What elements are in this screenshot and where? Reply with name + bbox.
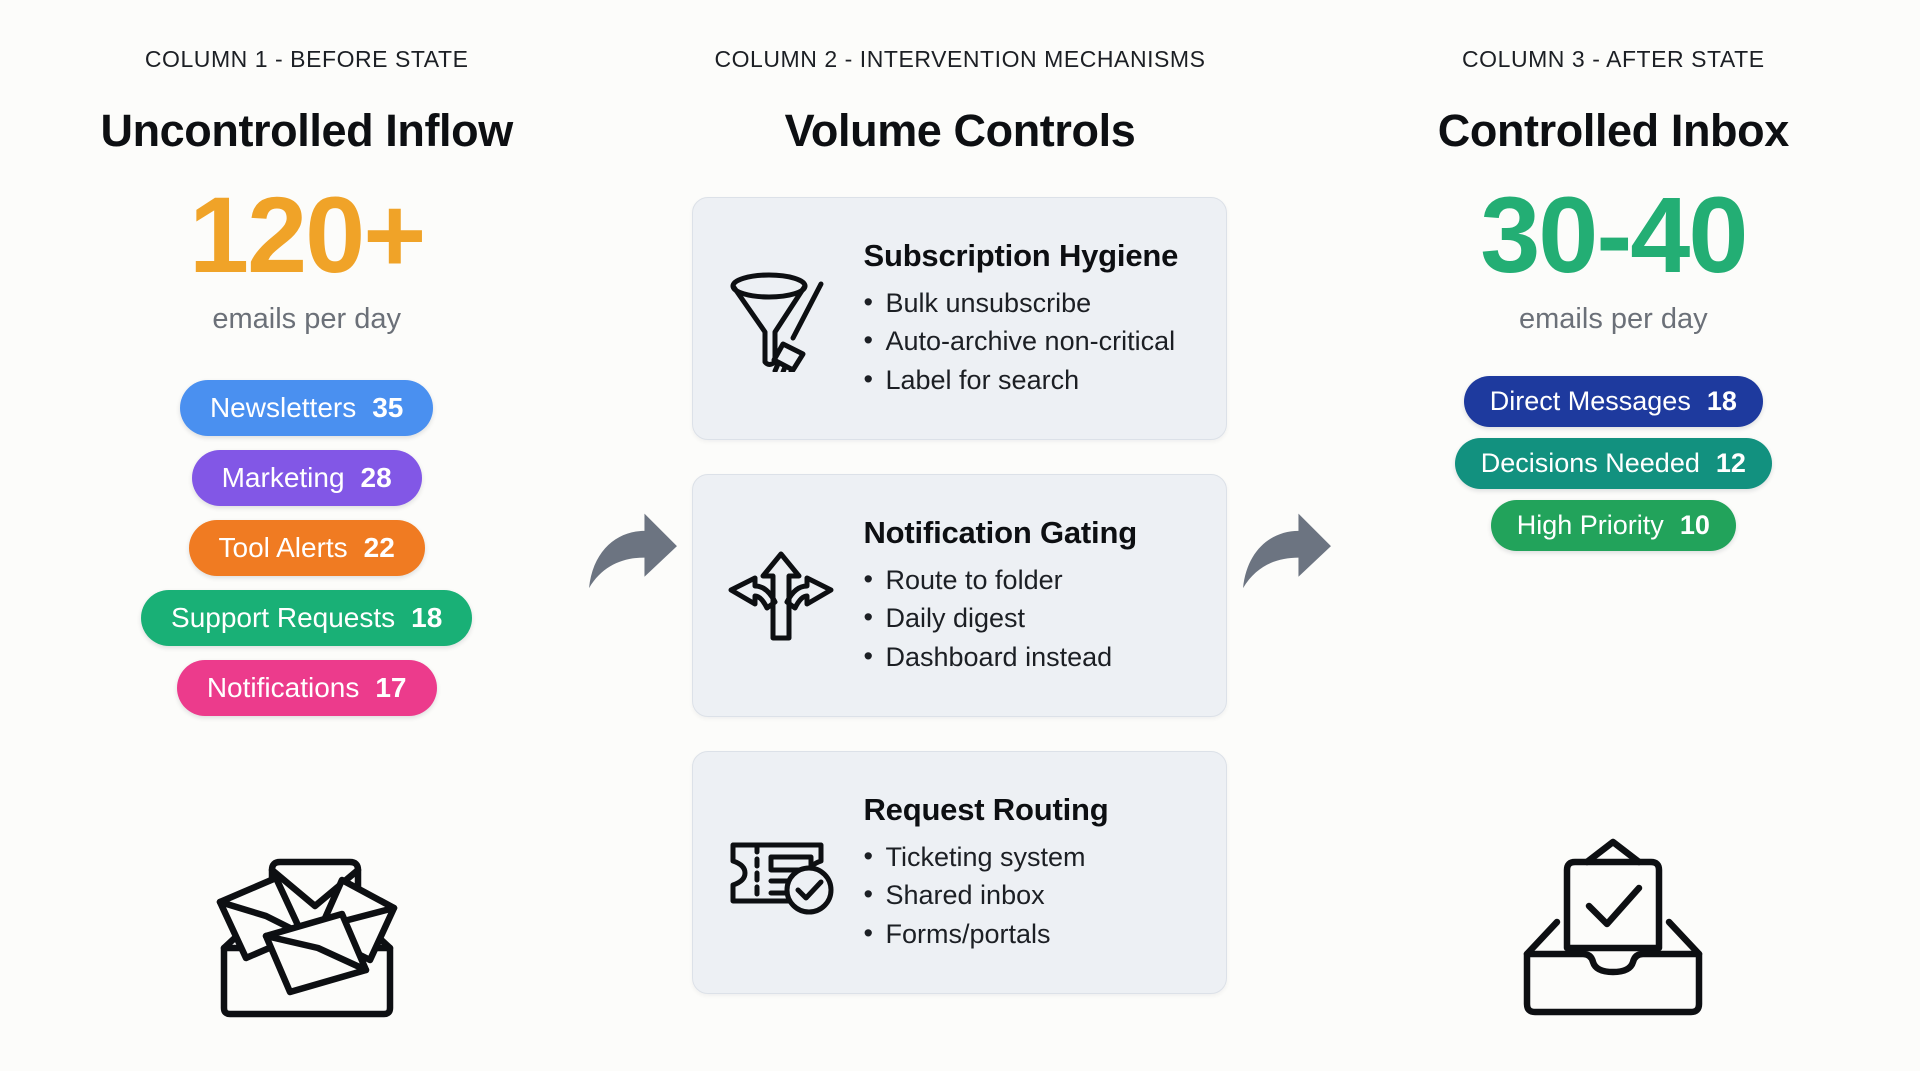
mechanism-card-list: Subscription Hygiene Bulk unsubscribe Au… — [692, 197, 1228, 994]
after-pill-list: Direct Messages 18 Decisions Needed 12 H… — [1454, 376, 1772, 551]
flow-arrow-before-to-middle — [585, 46, 681, 1051]
pill-label: Direct Messages — [1489, 386, 1691, 416]
card-bullet: Route to folder — [863, 560, 1202, 599]
column-3-title: Controlled Inbox — [1437, 105, 1789, 156]
pill-value: 28 — [360, 462, 392, 493]
pill-label: Marketing — [221, 462, 345, 493]
card-bullet: Daily digest — [863, 598, 1202, 637]
pill-notifications[interactable]: Notifications 17 — [176, 660, 437, 716]
pill-marketing[interactable]: Marketing 28 — [191, 450, 422, 506]
column-before-state: COLUMN 1 - BEFORE STATE Uncontrolled Inf… — [28, 46, 585, 1051]
pill-support-requests[interactable]: Support Requests 18 — [141, 590, 473, 646]
card-bullets: Route to folder Daily digest Dashboard i… — [863, 560, 1202, 676]
column-3-kicker: COLUMN 3 - AFTER STATE — [1462, 46, 1765, 72]
card-title: Request Routing — [863, 792, 1109, 827]
inbox-check-icon — [1513, 836, 1713, 1025]
card-request-routing[interactable]: Request Routing Ticketing system Shared … — [692, 751, 1228, 994]
card-bullet: Dashboard instead — [863, 637, 1202, 676]
pill-value: 10 — [1679, 510, 1710, 540]
card-bullet: Label for search — [863, 360, 1202, 399]
column-1-kicker: COLUMN 1 - BEFORE STATE — [144, 46, 469, 72]
pill-high-priority[interactable]: High Priority 10 — [1490, 500, 1736, 551]
pill-tool-alerts[interactable]: Tool Alerts 22 — [188, 520, 425, 576]
pill-decisions-needed[interactable]: Decisions Needed 12 — [1454, 438, 1772, 489]
before-metric-label: emails per day — [212, 303, 401, 335]
card-bullet: Auto-archive non-critical — [863, 321, 1202, 360]
card-notification-gating[interactable]: Notification Gating Route to folder Dail… — [692, 474, 1228, 717]
card-title: Notification Gating — [863, 515, 1137, 550]
pill-direct-messages[interactable]: Direct Messages 18 — [1463, 376, 1763, 427]
pill-label: High Priority — [1516, 510, 1664, 540]
column-after-state: COLUMN 3 - AFTER STATE Controlled Inbox … — [1335, 46, 1892, 1051]
card-bullets: Ticketing system Shared inbox Forms/port… — [863, 837, 1202, 953]
column-2-title: Volume Controls — [784, 105, 1136, 156]
card-bullet: Shared inbox — [863, 875, 1202, 914]
pill-label: Decisions Needed — [1480, 448, 1700, 478]
after-metric-value: 30-40 — [1480, 174, 1748, 295]
ticket-check-icon — [717, 827, 845, 919]
pill-label: Notifications — [206, 672, 360, 703]
overflowing-inbox-icon — [202, 830, 412, 1025]
pill-value: 18 — [411, 602, 443, 633]
column-intervention-mechanisms: COLUMN 2 - INTERVENTION MECHANISMS Volum… — [681, 46, 1238, 1051]
pill-value: 22 — [363, 532, 395, 563]
branching-arrows-icon — [717, 546, 845, 646]
pill-value: 12 — [1715, 448, 1746, 478]
card-bullet: Bulk unsubscribe — [863, 283, 1202, 322]
pill-newsletters[interactable]: Newsletters 35 — [179, 380, 434, 436]
card-bullet: Ticketing system — [863, 837, 1202, 876]
pill-value: 18 — [1706, 386, 1737, 416]
flow-arrow-middle-to-after — [1239, 46, 1335, 1051]
card-bullet: Forms/portals — [863, 914, 1202, 953]
card-bullets: Bulk unsubscribe Auto-archive non-critic… — [863, 283, 1202, 399]
before-metric-value: 120+ — [189, 174, 426, 295]
pill-label: Newsletters — [209, 392, 357, 423]
card-subscription-hygiene[interactable]: Subscription Hygiene Bulk unsubscribe Au… — [692, 197, 1228, 440]
funnel-brush-icon — [717, 266, 845, 372]
before-pill-list: Newsletters 35 Marketing 28 Tool Alerts … — [141, 380, 473, 716]
card-title: Subscription Hygiene — [863, 238, 1179, 273]
pill-value: 35 — [372, 392, 404, 423]
pill-value: 17 — [375, 672, 407, 703]
column-2-kicker: COLUMN 2 - INTERVENTION MECHANISMS — [714, 46, 1206, 72]
column-1-title: Uncontrolled Inflow — [100, 105, 513, 156]
after-metric-label: emails per day — [1519, 303, 1708, 335]
pill-label: Tool Alerts — [218, 532, 348, 563]
pill-label: Support Requests — [171, 602, 396, 633]
